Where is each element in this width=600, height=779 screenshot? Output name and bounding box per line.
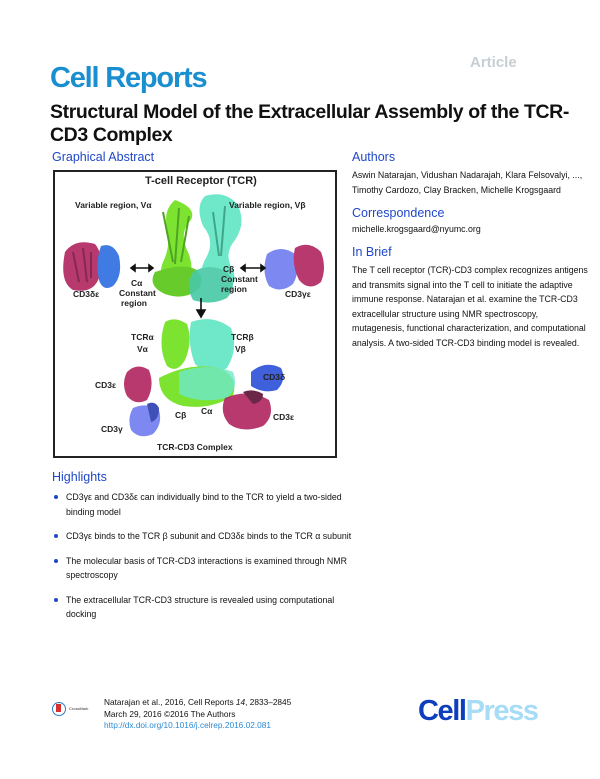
highlight-item: The molecular basis of TCR-CD3 interacti… — [52, 554, 352, 583]
authors-list: Aswin Natarajan, Vidushan Nadarajah, Kla… — [352, 170, 583, 195]
citation: Natarajan et al., 2016, Cell Reports 14,… — [104, 697, 291, 732]
article-type-label: Article — [470, 54, 517, 71]
cellpress-logo: CellPress — [418, 695, 539, 727]
in-brief-heading: In Brief — [352, 245, 392, 259]
label-c-beta-region: region — [221, 284, 247, 294]
label-complex-caption: TCR-CD3 Complex — [157, 442, 233, 452]
citation-line-2: March 29, 2016 ©2016 The Authors — [104, 708, 236, 719]
crossmark-label: CrossMark — [69, 706, 89, 711]
correspondence-email[interactable]: michelle.krogsgaard@nyumc.org — [352, 224, 481, 234]
highlights-section: Highlights CD3γε and CD3δε can individua… — [52, 470, 352, 632]
label-c-beta-bottom: Cβ — [175, 410, 187, 420]
label-cd3-delta-epsilon: CD3δε — [73, 289, 100, 299]
label-cd3-gamma-epsilon: CD3γε — [285, 289, 311, 299]
bullet-icon — [54, 558, 58, 563]
highlight-text: The extracellular TCR-CD3 structure is r… — [66, 594, 335, 620]
crossmark-icon[interactable] — [52, 702, 66, 716]
article-title: Structural Model of the Extracellular As… — [50, 101, 569, 146]
interaction-arrows — [129, 263, 267, 319]
label-c-alpha-bottom: Cα — [201, 406, 213, 416]
in-brief-section: In Brief The T cell receptor (TCR)-CD3 c… — [352, 245, 592, 350]
journal-name: Cell Reports — [50, 62, 208, 94]
label-variable-beta: Variable region, Vβ — [229, 200, 306, 210]
highlight-text: CD3γε and CD3δε can individually bind to… — [66, 492, 342, 517]
tcr-bottom — [159, 319, 235, 407]
label-c-beta: Cβ — [223, 264, 235, 274]
cd3-delta-epsilon-top — [63, 242, 121, 291]
bullet-icon — [54, 495, 58, 499]
correspondence-section: Correspondence michelle.krogsgaard@nyumc… — [352, 206, 592, 236]
correspondence-heading: Correspondence — [352, 206, 445, 220]
label-tcr-alpha: TCRα — [131, 332, 154, 342]
highlight-item: The extracellular TCR-CD3 structure is r… — [52, 593, 352, 622]
doi-link[interactable]: http://dx.doi.org/10.1016/j.celrep.2016.… — [104, 720, 271, 730]
label-cd3-delta: CD3δ — [263, 372, 286, 382]
label-v-beta: Vβ — [235, 344, 246, 354]
highlight-item: CD3γε and CD3δε can individually bind to… — [52, 490, 352, 519]
highlight-text: CD3γε binds to the TCR β subunit and CD3… — [66, 531, 352, 541]
highlight-item: CD3γε binds to the TCR β subunit and CD3… — [52, 529, 352, 544]
right-column: Authors Aswin Natarajan, Vidushan Nadara… — [352, 150, 592, 359]
cd3-epsilon-gamma-bottom — [124, 366, 161, 437]
label-tcr-beta: TCRβ — [231, 332, 254, 342]
bullet-icon — [54, 534, 58, 538]
authors-section: Authors Aswin Natarajan, Vidushan Nadara… — [352, 150, 592, 197]
in-brief-text: The T cell receptor (TCR)-CD3 complex re… — [352, 265, 588, 348]
label-c-alpha-constant: Constant — [119, 288, 156, 298]
authors-heading: Authors — [352, 150, 396, 164]
highlights-heading: Highlights — [52, 470, 107, 484]
label-v-alpha: Vα — [137, 344, 148, 354]
graphical-abstract-heading: Graphical Abstract — [52, 150, 155, 164]
citation-line-1: Natarajan et al., 2016, Cell Reports 14,… — [104, 697, 292, 707]
highlight-text: The molecular basis of TCR-CD3 interacti… — [66, 555, 347, 581]
cd3-gamma-epsilon-top — [264, 244, 324, 290]
protein-structure-illustration — [63, 194, 324, 437]
label-c-alpha: Cα — [131, 278, 143, 288]
label-cd3-epsilon-right: CD3ε — [273, 412, 295, 422]
figure-title-tcr: T-cell Receptor (TCR) — [145, 175, 257, 187]
tcr-beta-top — [189, 194, 242, 303]
label-variable-alpha: Variable region, Vα — [75, 200, 152, 210]
graphical-abstract-figure: T-cell Receptor (TCR) Variable region, V… — [53, 170, 337, 458]
label-cd3-gamma: CD3γ — [101, 424, 123, 434]
label-c-alpha-region: region — [121, 298, 147, 308]
label-cd3-epsilon-left: CD3ε — [95, 380, 117, 390]
bullet-icon — [54, 597, 58, 602]
cd3-delta-epsilon-bottom — [222, 364, 284, 430]
label-c-beta-constant: Constant — [221, 274, 258, 284]
